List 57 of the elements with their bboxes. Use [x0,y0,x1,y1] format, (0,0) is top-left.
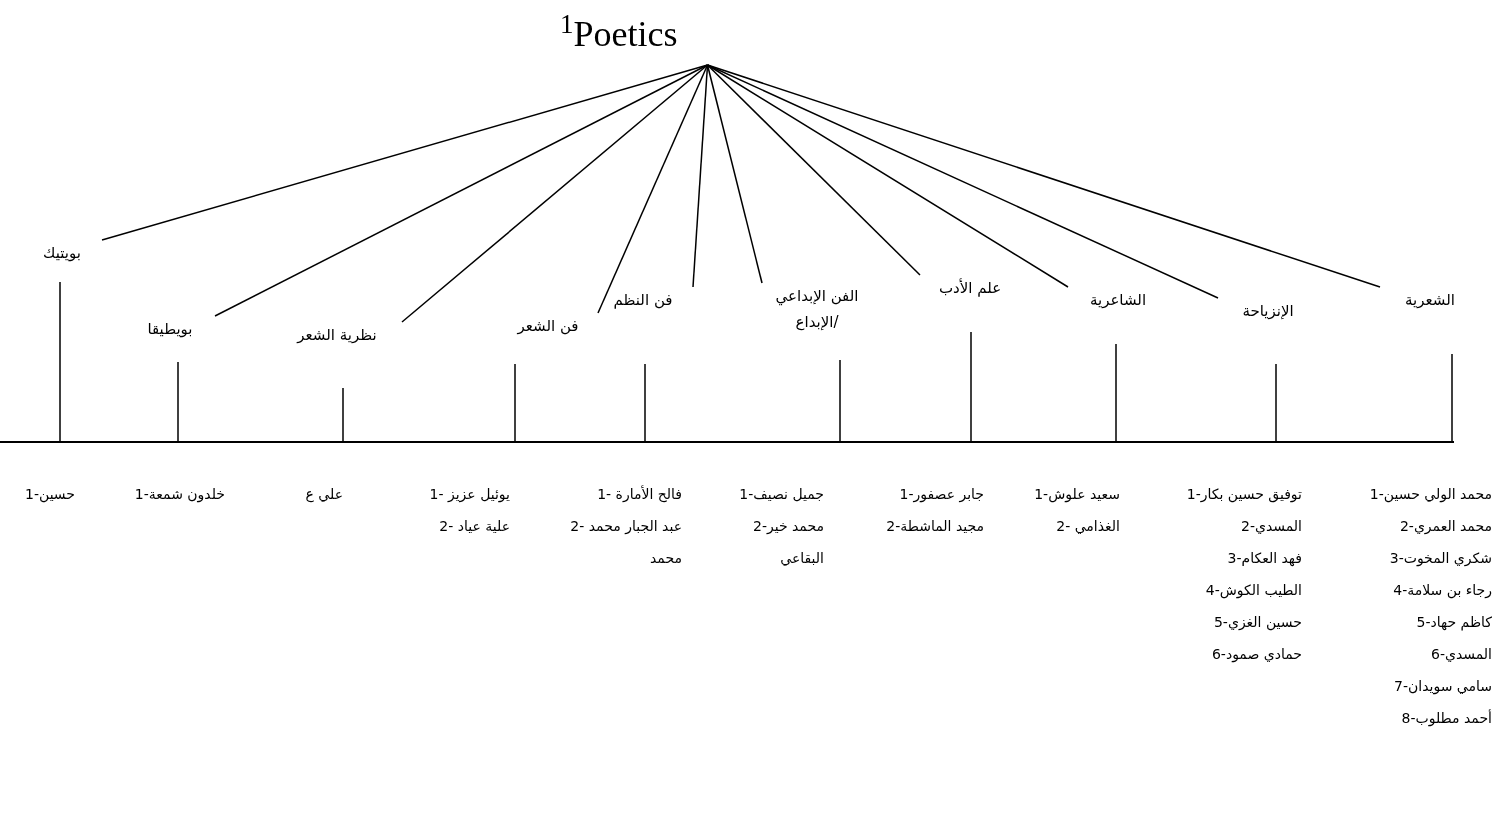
connector-line [101,64,709,241]
term-label: الشعرية [1404,290,1456,311]
name-entry: 1-سعيد علوش [1033,485,1120,505]
term-label: الشاعرية [1088,290,1148,311]
connector-line [706,64,921,276]
name-entry: 1-خلدون شمعة [133,485,225,505]
connector-line [514,363,516,442]
name-entry: 6-حمادي صمود [1210,645,1302,665]
connector-line [342,387,344,442]
name-entry: 1-توفيق حسين بكار [1185,485,1302,505]
name-entry: 3-فهد العكام [1226,549,1302,569]
name-entry: 4-رجاء بن سلامة [1392,581,1492,601]
name-entry: 1- فالح الأمارة [596,484,682,505]
name-entry: 6-المسدي [1430,645,1492,664]
term-label: علم الأدب [937,277,1003,299]
connector-line [59,281,61,442]
name-entry: 2-المسدي [1240,517,1302,536]
name-entry: 8-أحمد مطلوب [1400,708,1492,729]
name-entry: 2-محمد العمري [1398,517,1492,537]
term-label: الفن الإبداعي /الإبداع [774,286,860,333]
baseline-bar [0,441,1454,443]
name-entry: 2- الغذامي [1055,517,1120,536]
name-entry: 3-شكري المخوت [1388,549,1492,569]
name-entry: علي ع [304,485,343,505]
term-label: فن الشعر [516,316,580,337]
term-label: بويطيقا [146,319,194,340]
name-entry: 5-كاظم حهاد [1415,613,1492,633]
connector-line [644,363,646,442]
connector-line [706,64,1381,288]
connector-line [401,64,709,323]
name-entry: 2- عبد الجبار محمد محمد [569,517,682,568]
name-entry: 2-محمد خير البقاعي [752,517,824,568]
connector-line [706,64,1219,299]
title-text: $^{1}$Poetics [560,14,678,54]
connector-line [970,331,972,442]
term-label: فن النظم [612,290,674,311]
name-entry: 5-حسين الغزي [1212,613,1302,633]
name-entry: 1-جابر عصفور [898,485,984,505]
name-entry: 1- يوئيل عزيز [428,485,510,505]
connector-line [1115,343,1117,442]
connector-line [597,64,709,314]
term-label: نظرية الشعر [295,325,378,346]
name-entry: 1-محمد الولي حسين [1368,485,1492,505]
term-label: بويتيك [42,243,82,264]
name-entry: 7-سامي سويدان [1393,677,1492,697]
name-entry: 2- علية عياد [438,517,510,536]
connector-line [177,361,179,442]
connector-line [1275,363,1277,442]
name-entry: 1-جميل نصيف [738,485,824,504]
name-entry: 2-مجيد الماشطة [885,517,984,536]
term-label: الإنزياحة [1241,301,1295,322]
name-entry: 1-حسين [24,485,75,505]
connector-line [1451,353,1453,442]
name-entry: 4-الطيب الكوش [1204,581,1302,601]
connector-line [214,64,709,317]
connector-line [706,64,763,284]
connector-line [839,359,841,442]
